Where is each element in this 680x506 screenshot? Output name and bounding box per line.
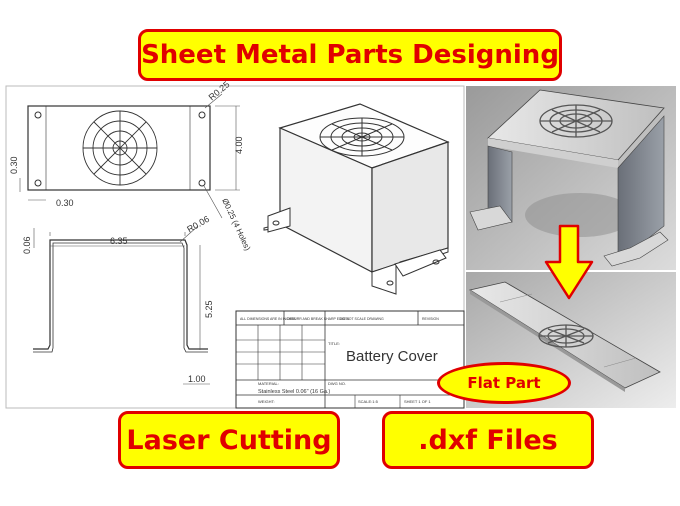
tb-note-scale: DO NOT SCALE DRAWING [340, 317, 384, 321]
tb-note-units: ALL DIMENSIONS ARE IN INCHES [240, 317, 297, 321]
tb-sheet-label: SHEET 1 OF 1 [404, 399, 431, 404]
tb-title-label: TITLE: [328, 341, 340, 346]
dim-left-edge: 0.30 [9, 156, 19, 174]
render-bent-part [466, 86, 676, 270]
down-arrow-icon [544, 224, 594, 300]
title-block: ALL DIMENSIONS ARE IN INCHES DEBURR AND … [235, 310, 465, 409]
flat-pattern-view: R0.25 4.00 0.30 0.30 Ø0.25 (4 Holes) [9, 79, 252, 252]
isometric-line-view [263, 103, 450, 295]
tb-material-label: MATERIAL: [258, 381, 279, 386]
tb-material-value: Stainless Steel 0.06" (16 Ga.) [258, 389, 330, 395]
tb-scale-label: SCALE:1:5 [358, 399, 379, 404]
dim-bottom-edge: 0.30 [56, 198, 74, 208]
tb-revision-label: REVISION [422, 317, 439, 321]
dim-hole: Ø0.25 (4 Holes) [220, 197, 252, 252]
tb-weight-label: WEIGHT: [258, 399, 275, 404]
tb-note-deburr: DEBURR AND BREAK SHARP EDGES [287, 317, 350, 321]
dim-thickness: 0.06 [22, 236, 32, 254]
dim-radius-top: R0.25 [207, 79, 232, 102]
tb-part-title: Battery Cover [346, 348, 438, 365]
dxf-files-badge: .dxf Files [382, 411, 594, 469]
dim-radius-bend: R0.06 [185, 214, 211, 235]
tb-dwg-label: DWG NO. [328, 381, 346, 386]
dim-height: 4.00 [234, 136, 244, 154]
dim-width: 6.35 [110, 236, 128, 246]
dim-side-height: 5.25 [204, 300, 214, 318]
page-title: Sheet Metal Parts Designing [138, 29, 562, 81]
laser-cutting-badge: Laser Cutting [118, 411, 340, 469]
flat-part-badge: Flat Part [437, 362, 571, 404]
dim-flange: 1.00 [188, 374, 206, 384]
side-profile-view: 6.35 0.06 R0.06 5.25 1.00 [22, 214, 214, 385]
